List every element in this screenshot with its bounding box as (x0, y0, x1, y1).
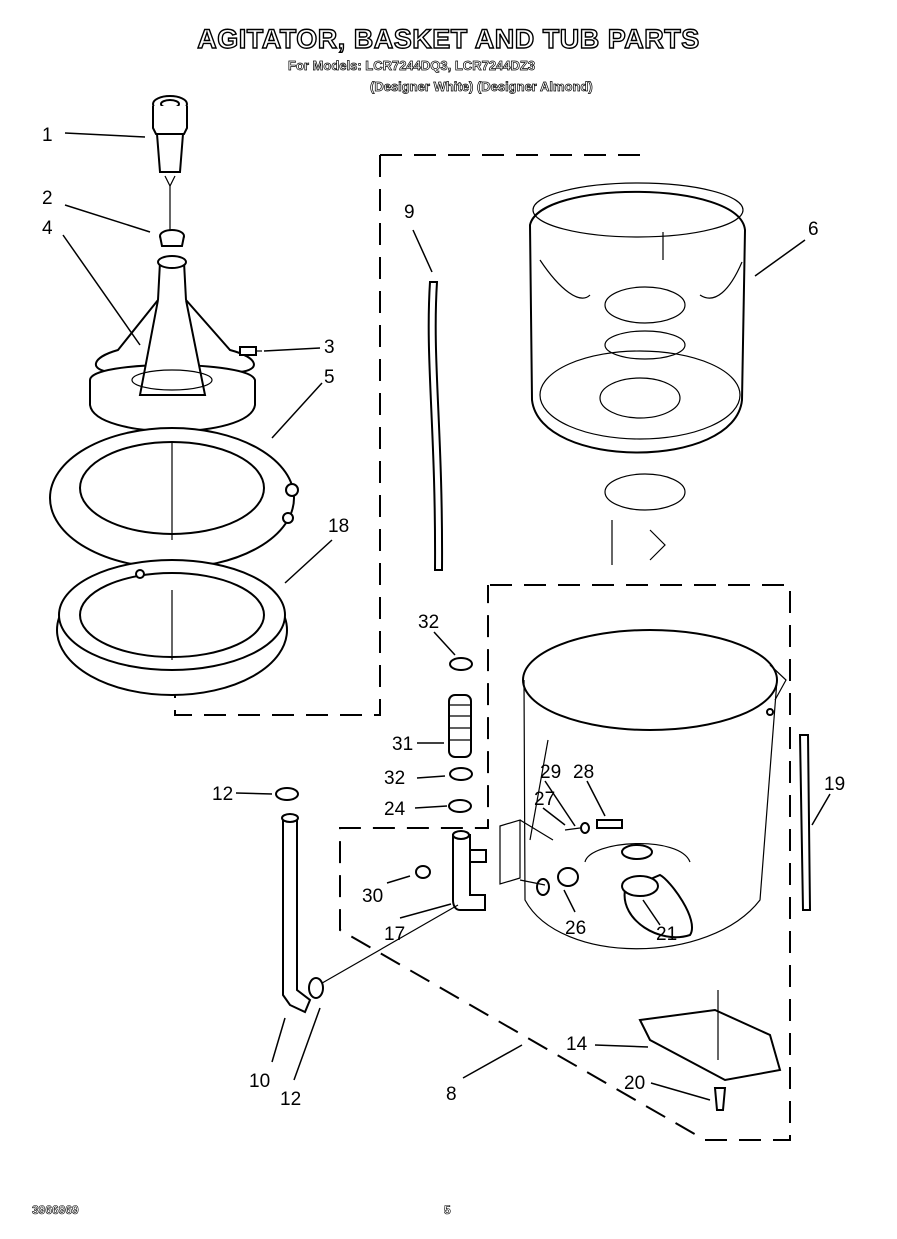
callout-2: 2 (42, 188, 53, 209)
callout-32-upper: 32 (418, 612, 439, 633)
callout-27: 27 (534, 789, 555, 810)
spin-basket (528, 182, 747, 565)
drain-hose-pump (452, 819, 554, 911)
agitator-cap (152, 95, 188, 230)
hose-clamp-upper (449, 657, 473, 671)
grommet (448, 799, 472, 813)
callout-14: 14 (566, 1034, 588, 1055)
callout-6: 6 (808, 219, 819, 240)
callout-29: 29 (540, 762, 561, 783)
callout-28: 28 (573, 762, 594, 783)
variants-line: (Designer White) (Designer Almond) (370, 79, 593, 95)
callout-9: 9 (404, 202, 415, 223)
leader-lines (62, 132, 831, 1101)
callout-20: 20 (624, 1073, 645, 1094)
callout-5: 5 (324, 367, 335, 388)
hose-clamp-12-bottom (308, 977, 324, 999)
callout-18: 18 (328, 516, 349, 537)
tub-dashed-group (339, 584, 791, 1141)
tub-ring (56, 559, 288, 696)
callout-17: 17 (384, 924, 405, 945)
document-number: 3966969 (32, 1203, 79, 1218)
agitator-bolt (239, 346, 262, 356)
shield-screw (713, 1087, 727, 1111)
agitator-body (89, 255, 256, 433)
callout-30: 30 (362, 886, 383, 907)
callout-12-bottom: 12 (280, 1089, 301, 1110)
models-line: For Models: LCR7244DQ3, LCR7244DZ3 (288, 58, 536, 74)
callout-26: 26 (565, 918, 586, 939)
callout-8: 8 (446, 1084, 457, 1105)
hose-clamp-12-top (275, 787, 299, 801)
hex-nut (415, 865, 431, 879)
pump-fastener (564, 819, 623, 834)
callout-21: 21 (656, 924, 677, 945)
callout-31: 31 (392, 734, 413, 755)
callout-19: 19 (824, 774, 845, 795)
callout-12-top: 12 (212, 784, 233, 805)
page-number: 5 (444, 1203, 451, 1218)
callout-labels: 1 2 4 3 5 18 9 6 32 31 32 24 12 29 28 27… (42, 125, 845, 1110)
callout-3: 3 (324, 337, 335, 358)
drain-hose (281, 813, 459, 1014)
callout-32-lower: 32 (384, 768, 405, 789)
hose-clamp-lower (449, 767, 473, 781)
callout-24: 24 (384, 799, 406, 820)
outer-tub (522, 629, 787, 950)
tub-seal-strip (798, 734, 812, 911)
drain-tube (427, 281, 444, 571)
cam-nut (159, 229, 185, 247)
callout-1: 1 (42, 125, 53, 146)
page-title: AGITATOR, BASKET AND TUB PARTS (197, 23, 700, 54)
air-dome-bellows (448, 694, 472, 758)
callout-4: 4 (42, 218, 53, 239)
drive-shield (638, 990, 782, 1082)
callout-10: 10 (249, 1071, 270, 1092)
balance-ring (49, 427, 299, 569)
